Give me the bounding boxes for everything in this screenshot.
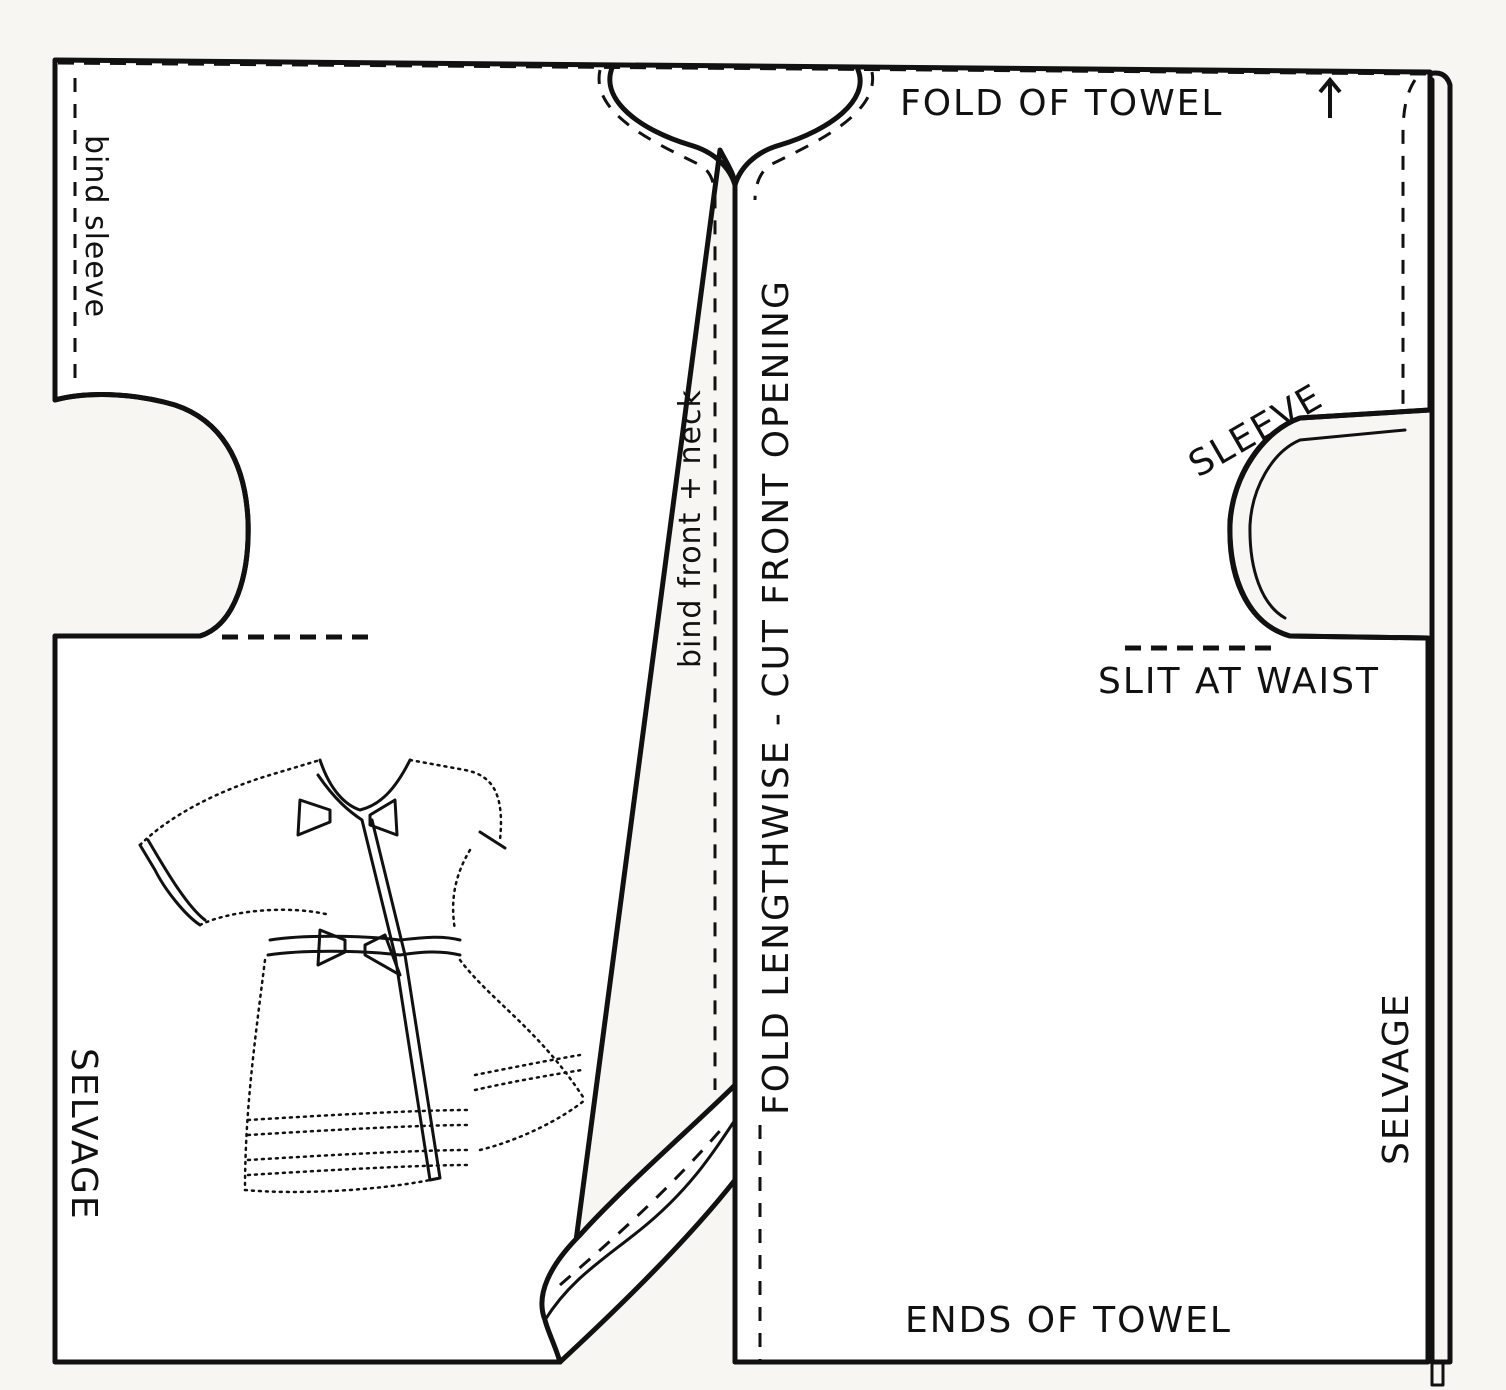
right-sleeve-curve — [1227, 407, 1433, 641]
slit-at-waist-label: SLIT AT WAIST — [1098, 661, 1380, 702]
selvage-left-label: SELVAGE — [63, 1048, 104, 1221]
right-sleeve-binding — [1248, 428, 1407, 620]
neck-binding-line — [597, 69, 717, 1090]
baby-robe-icon — [138, 758, 587, 1194]
fold-top-dashed-line — [57, 59, 1431, 76]
ends-of-towel-label: ENDS OF TOWEL — [905, 1300, 1232, 1341]
towel-outline — [52, 57, 1433, 1365]
fold-of-towel-label: FOLD OF TOWEL — [900, 83, 1223, 124]
bind-front-neck-label: bind front + neck — [673, 389, 708, 668]
fold-lengthwise-label: FOLD LENGTHWISE - CUT FRONT OPENING — [756, 279, 797, 1115]
right-sleeve-dashed — [1401, 79, 1417, 405]
neck-binding-line-right — [753, 71, 875, 201]
back-layer-inner — [1430, 1360, 1445, 1387]
left-sleeve-curve — [52, 392, 251, 639]
bind-sleeve-label: bind sleeve — [78, 135, 113, 318]
up-arrow-icon — [1318, 76, 1342, 118]
folded-corner-dashed — [559, 1124, 727, 1287]
folded-corner-inner — [543, 1118, 737, 1322]
selvage-right-label: SELVAGE — [1376, 992, 1417, 1165]
